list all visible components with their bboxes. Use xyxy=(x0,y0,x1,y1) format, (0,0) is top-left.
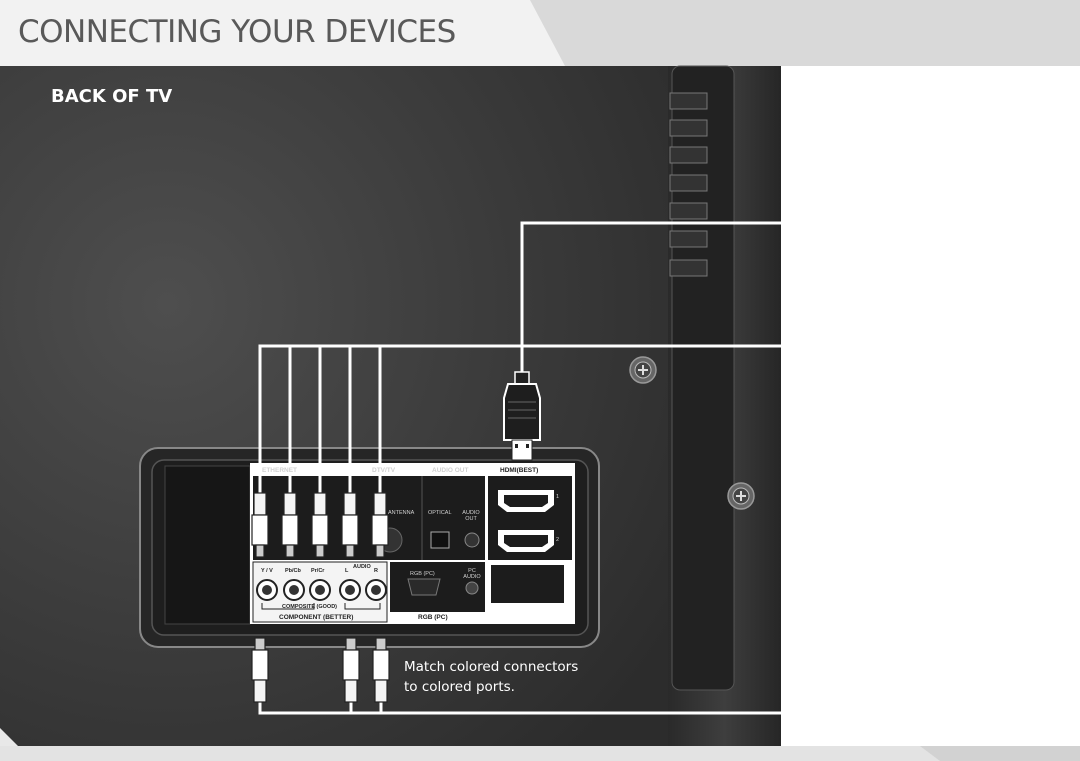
composite-label: COMPOSITE (GOOD) xyxy=(282,604,337,610)
audio-out-jack-icon xyxy=(464,532,480,548)
optical-label: OPTICAL xyxy=(428,510,452,516)
rca-jack-icon xyxy=(283,579,305,601)
rgb-port-label: RGB (PC) xyxy=(410,571,435,577)
rca-jack-icon xyxy=(339,579,361,601)
header-accent xyxy=(530,0,1080,66)
rgb-section-label: RGB (PC) xyxy=(418,614,448,621)
port-r-label: R xyxy=(374,568,378,574)
section-hdmi-label: HDMI(BEST) xyxy=(500,467,539,474)
rca-plug-icon xyxy=(311,492,329,558)
screw-icon xyxy=(629,356,657,384)
rca-plug-icon xyxy=(251,637,269,703)
antenna-label: ANTENNA xyxy=(388,510,415,516)
footer-accent xyxy=(920,746,1080,761)
hdmi-cable-plug-icon xyxy=(503,371,541,461)
panel-label: BACK OF TV xyxy=(51,86,173,107)
caption-line: Match colored connectors xyxy=(404,659,579,675)
caption: Match colored connectors to colored port… xyxy=(404,657,578,697)
port-l-label: L xyxy=(345,568,349,574)
vent-slots xyxy=(669,92,708,277)
screw-icon xyxy=(727,482,755,510)
rca-plug-icon xyxy=(341,492,359,558)
port-y-label: Y / V xyxy=(261,568,273,574)
hdmi-port-number: 2 xyxy=(556,537,560,543)
pc-audio-label: PC AUDIO xyxy=(463,568,481,580)
rca-plug-icon xyxy=(342,637,360,703)
pc-audio-jack-icon xyxy=(465,581,479,595)
section-audio-out-label: AUDIO OUT xyxy=(432,467,469,474)
page-title: CONNECTING YOUR DEVICES xyxy=(18,14,456,50)
hdmi-port-icon xyxy=(498,530,554,552)
rca-plug-icon xyxy=(372,637,390,703)
optical-port-icon xyxy=(430,531,450,549)
caption-line: to colored ports. xyxy=(404,679,515,695)
instruction-panel xyxy=(781,66,1080,746)
hdmi-port-icon xyxy=(498,490,554,512)
component-label: COMPONENT (BETTER) xyxy=(279,614,354,621)
port-pb-label: Pb/Cb xyxy=(285,568,301,574)
port-audio-label: AUDIO xyxy=(353,564,371,570)
hdmi-port-number: 1 xyxy=(556,494,560,500)
vga-port-icon xyxy=(407,578,441,596)
rca-plug-icon xyxy=(281,492,299,558)
section-ethernet-label: ETHERNET xyxy=(262,467,298,474)
section-dtv-label: DTV/TV xyxy=(372,467,396,474)
rca-plug-icon xyxy=(371,492,389,558)
footer-background xyxy=(0,746,1080,761)
rca-plug-icon xyxy=(251,492,269,558)
rca-jack-icon xyxy=(365,579,387,601)
rca-jack-icon xyxy=(256,579,278,601)
port-pr-label: Pr/Cr xyxy=(311,568,325,574)
audio-out-jack-label: AUDIO OUT xyxy=(462,510,480,522)
rca-jack-icon xyxy=(309,579,331,601)
